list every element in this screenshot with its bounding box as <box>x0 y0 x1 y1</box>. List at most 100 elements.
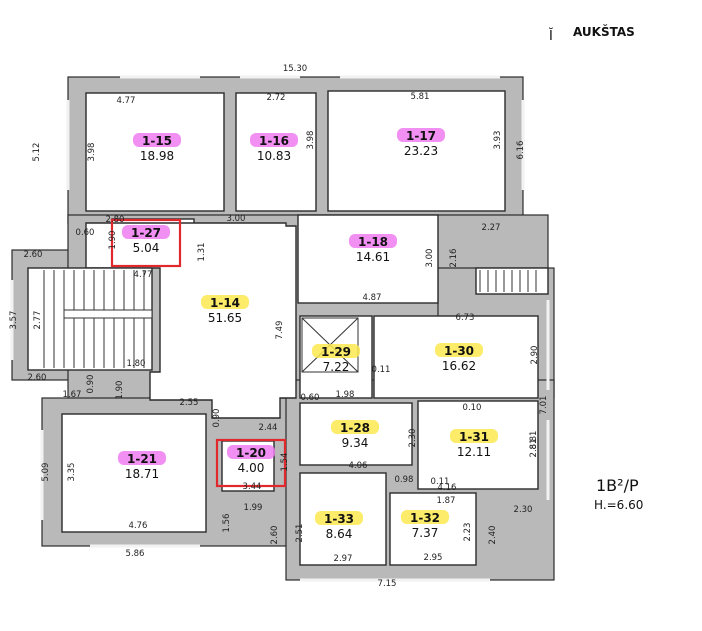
dimension-label: 2.77 <box>33 311 43 330</box>
right-staircase <box>475 267 549 295</box>
left-stair-landing <box>63 309 153 319</box>
room-highlight-1-17 <box>397 128 445 142</box>
floor-roman-numeral: Ĭ <box>548 28 553 44</box>
room-code-1-21: 1-21 <box>127 452 157 466</box>
dimension-label: 1.54 <box>280 453 290 472</box>
room-code-1-33: 1-33 <box>324 512 354 526</box>
dimension-label: 1.31 <box>197 243 207 262</box>
dimension-label: 1.90 <box>115 381 125 400</box>
dimension-label: 7.01 <box>539 396 549 415</box>
dimension-label: 0.60 <box>76 228 95 238</box>
room-highlight-1-31 <box>450 429 498 443</box>
room-code-1-29: 1-29 <box>321 345 351 359</box>
room-highlight-1-15 <box>133 133 181 147</box>
dimension-label: 3.00 <box>425 249 435 268</box>
room-1-32-interior <box>389 492 477 566</box>
room-1-14-interior <box>85 222 297 419</box>
height-mark: H.=6.60 <box>594 498 643 512</box>
room-1-16-interior <box>235 92 317 212</box>
room-highlight-1-27 <box>122 225 170 239</box>
dimension-label: 1.67 <box>63 390 82 400</box>
room-area-1-14: 51.65 <box>208 311 242 325</box>
room-highlight-1-28 <box>331 420 379 434</box>
selection-box-1-27 <box>110 218 182 268</box>
dimension-label: 1.56 <box>222 514 232 533</box>
room-interiors <box>61 90 539 566</box>
dimension-label: 3.00 <box>227 214 246 224</box>
room-1-31-interior <box>417 400 539 490</box>
room-area-1-27: 5.04 <box>133 241 160 255</box>
room-code-1-28: 1-28 <box>340 421 370 435</box>
room-code-1-32: 1-32 <box>410 511 440 525</box>
room-code-1-14: 1-14 <box>210 296 240 310</box>
dimension-label: 2.81 <box>529 439 539 458</box>
floor-label: AUKŠTAS <box>573 24 635 39</box>
room-highlights <box>118 128 498 525</box>
room-code-1-16: 1-16 <box>259 134 289 148</box>
selection-box-1-20 <box>215 438 287 488</box>
room-1-15-interior <box>85 92 225 212</box>
room-code-1-18: 1-18 <box>358 235 388 249</box>
room-area-1-18: 14.61 <box>356 250 390 264</box>
room-area-1-32: 7.37 <box>412 526 439 540</box>
dimension-label: 0.90 <box>212 409 222 428</box>
room-highlight-1-16 <box>250 133 298 147</box>
dimension-label: 2.23 <box>463 523 473 542</box>
dimension-label: 0.98 <box>395 475 414 485</box>
room-area-1-33: 8.64 <box>326 527 353 541</box>
dimension-label: 0.10 <box>463 403 482 413</box>
dimension-label: 3.98 <box>306 131 316 150</box>
dimension-label: 2.30 <box>514 505 533 515</box>
dimension-label: 4.76 <box>129 521 148 531</box>
window-marks <box>10 75 550 582</box>
room-code-1-27: 1-27 <box>131 226 161 240</box>
room-code-1-20: 1-20 <box>236 446 266 460</box>
room-area-1-21: 18.71 <box>125 467 159 481</box>
room-area-1-28: 9.34 <box>342 436 369 450</box>
dimension-label: 2.16 <box>449 249 459 268</box>
dimension-label: 2.30 <box>408 429 418 448</box>
dimension-label: 4.77 <box>134 270 153 280</box>
room-area-1-16: 10.83 <box>257 149 291 163</box>
building-stamp: 1B²/P H.=6.60 <box>594 476 643 512</box>
dimension-label: 2.90 <box>530 346 540 365</box>
dimension-label: 7.49 <box>275 321 285 340</box>
dimension-label: 0.11 <box>431 477 450 487</box>
dimension-label: 6.73 <box>456 313 475 323</box>
dimension-label: 2.60 <box>28 373 47 383</box>
dimension-label: 0.11 <box>372 365 391 375</box>
room-area-1-15: 18.98 <box>140 149 174 163</box>
room-area-1-31: 12.11 <box>457 445 491 459</box>
room-highlight-1-14 <box>201 295 249 309</box>
dimension-label: 2.44 <box>259 423 278 433</box>
selected-rooms <box>110 218 287 488</box>
dimension-label: 0.60 <box>301 393 320 403</box>
floor-header: Ĭ AUKŠTAS <box>548 24 635 44</box>
dimension-label: 5.86 <box>126 549 145 559</box>
room-area-1-30: 16.62 <box>442 359 476 373</box>
dimension-label: 2.95 <box>424 553 443 563</box>
dimension-label: 6.16 <box>516 141 526 160</box>
dimension-label: 2.51 <box>295 524 305 543</box>
room-highlight-1-33 <box>315 511 363 525</box>
room-1-17-interior <box>327 90 506 212</box>
dimension-label: 3.35 <box>67 463 77 482</box>
dimension-label: 4.77 <box>117 96 136 106</box>
dimension-label: 4.16 <box>438 483 457 493</box>
dimension-label: 5.12 <box>32 143 42 162</box>
dimension-label: 3.44 <box>243 482 262 492</box>
dimension-label: 2.60 <box>24 250 43 260</box>
left-stair-well <box>27 267 153 371</box>
room-highlight-1-21 <box>118 451 166 465</box>
dimension-label: 4.06 <box>349 461 368 471</box>
room-highlight-1-32 <box>401 510 449 524</box>
room-highlight-1-18 <box>349 234 397 248</box>
room-highlight-1-30 <box>435 343 483 357</box>
dimension-label: 3.93 <box>493 131 503 150</box>
dimension-label: 4.87 <box>363 293 382 303</box>
category-mark: 1B²/P <box>596 476 639 495</box>
dimension-label: 2.97 <box>334 554 353 564</box>
dimension-label: 8.81 <box>529 431 539 450</box>
